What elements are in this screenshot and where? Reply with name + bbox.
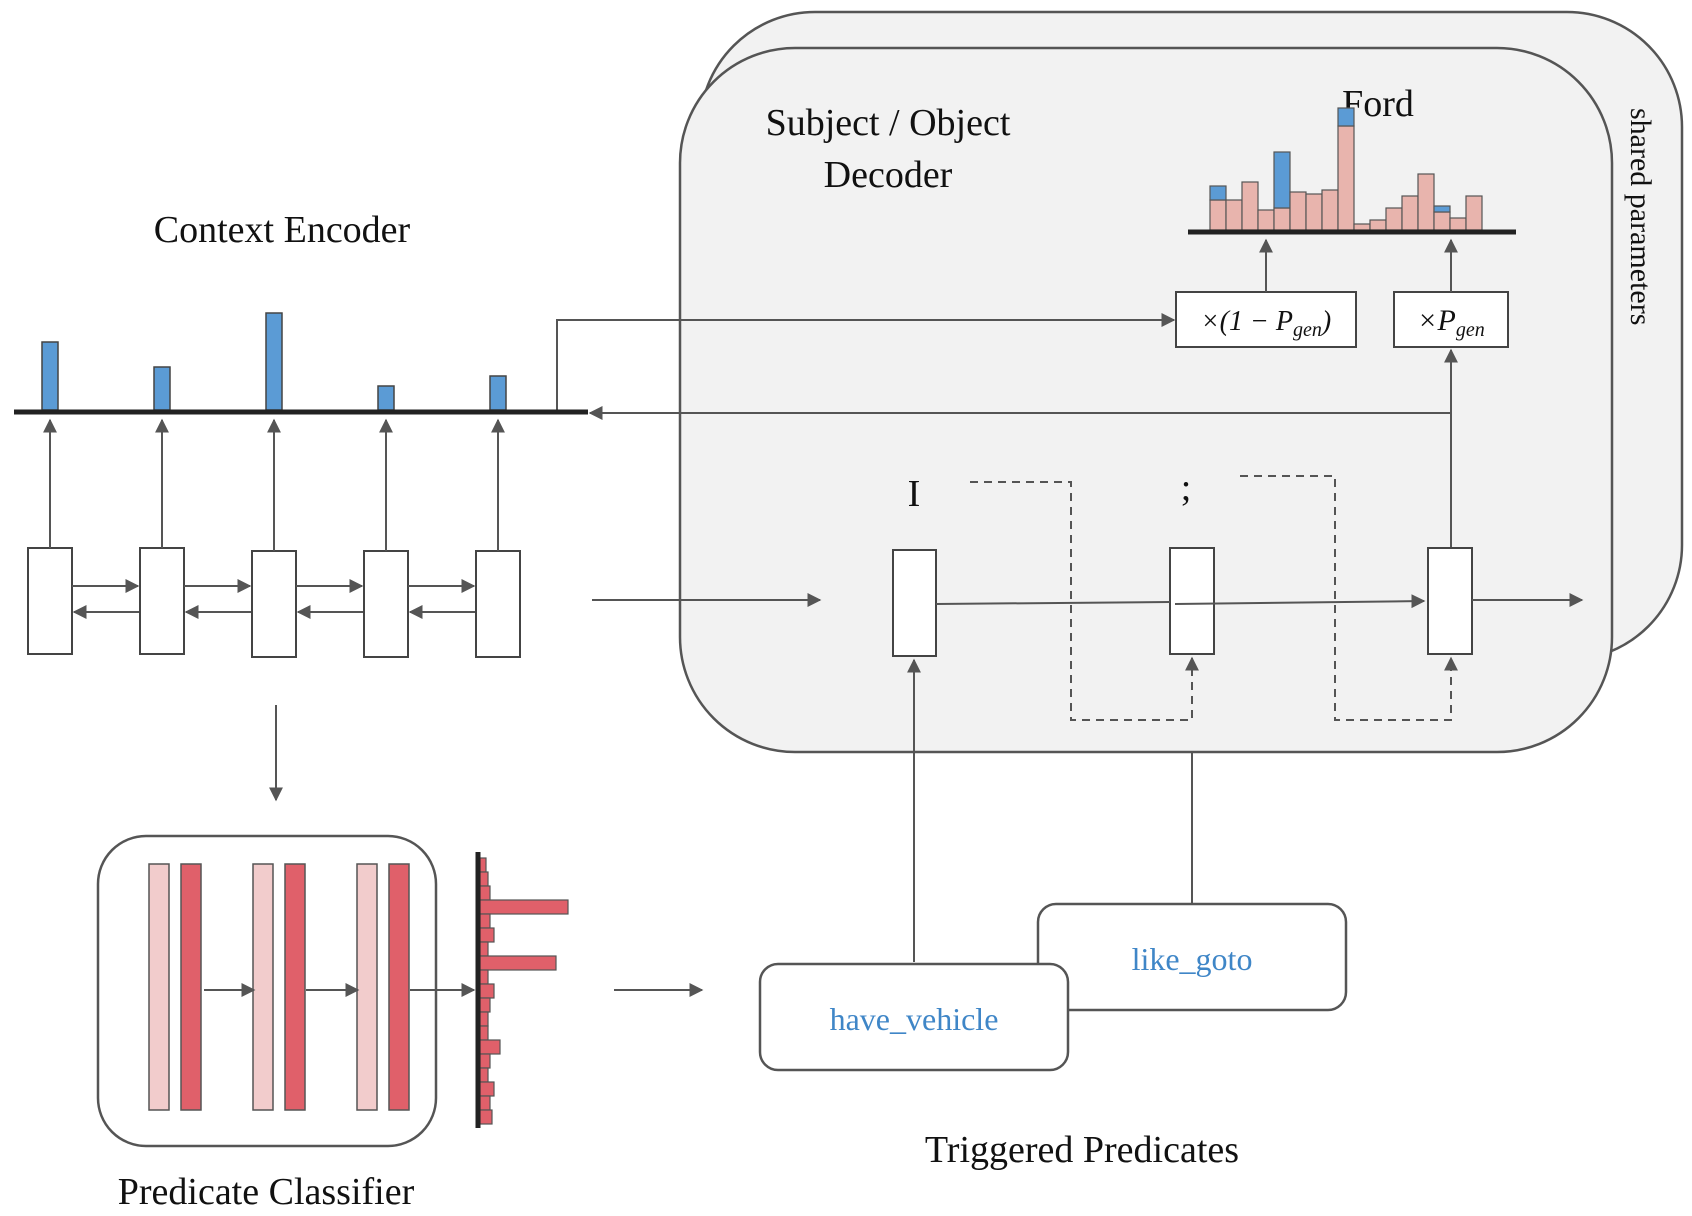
encoder-attention-bar-2 [153, 366, 171, 411]
decoder-title-line1: Subject / Object [766, 102, 1011, 144]
classifier-output-bar-18 [479, 1095, 491, 1111]
classifier-output-bar-11 [479, 997, 491, 1013]
classifier-layer-light-2 [252, 863, 274, 1111]
classifier-output-bar-12 [479, 1011, 489, 1027]
classifier-output-bar-2 [479, 871, 489, 887]
encoder-attention-bars [41, 312, 507, 411]
predicate-card-like-goto[interactable] [1036, 902, 1348, 1012]
encoder-cell-5 [475, 550, 521, 658]
classifier-layer-dark-3 [388, 863, 410, 1111]
vocab-bar-15 [1433, 211, 1451, 231]
predicate-card-have-vehicle[interactable] [758, 962, 1070, 1072]
decoder-cell-3 [1427, 547, 1473, 655]
predicate-label-have-vehicle: have_vehicle [830, 1001, 999, 1037]
encoder-attention-bar-4 [377, 385, 395, 411]
classifier-output-bar-1 [479, 857, 487, 873]
classifier-output-bar-9 [479, 969, 489, 985]
encoder-cell-3 [251, 550, 297, 658]
classifier-output-bar-10 [479, 983, 495, 999]
decoder-cell-2 [1169, 547, 1215, 655]
vocab-bar-6 [1289, 191, 1307, 231]
vocab-bar-13 [1401, 195, 1419, 231]
classifier-output-bar-3 [479, 885, 491, 901]
classifier-output-distribution [479, 857, 569, 1125]
classifier-layer-dark-1 [180, 863, 202, 1111]
classifier-output-bar-4 [479, 899, 569, 915]
vocab-bar-4 [1257, 209, 1275, 231]
encoder-cell-1 [27, 547, 73, 655]
vocab-bar-7 [1305, 193, 1323, 231]
vocab-bar-8 [1321, 189, 1339, 231]
classifier-layer-dark-2 [284, 863, 306, 1111]
encoder-attention-bar-3 [265, 312, 283, 411]
classifier-layer-light-3 [356, 863, 378, 1111]
classifier-output-bar-15 [479, 1053, 491, 1069]
copy-gate-box [1175, 291, 1357, 348]
classifier-output-bar-16 [479, 1067, 489, 1083]
classifier-output-bar-13 [479, 1025, 489, 1041]
vocab-bar-11 [1369, 219, 1387, 231]
decoder-link-2 [1174, 594, 1426, 609]
classifier-layer-light-1 [148, 863, 170, 1111]
copy-bar-15 [1433, 205, 1451, 213]
classifier-output-bar-6 [479, 927, 495, 943]
predicate-label-like-goto: like_goto [1132, 941, 1253, 977]
encoder-cells [27, 418, 521, 658]
copy-bar-5 [1273, 151, 1291, 209]
classifier-output-bar-5 [479, 913, 491, 929]
encoder-cell-4 [363, 550, 409, 658]
decoder-link-1 [935, 601, 1171, 605]
feedback-dashed-2 [1240, 475, 1458, 721]
vocab-bar-2 [1225, 199, 1243, 231]
attention-to-copy-arrow [556, 313, 1176, 412]
vocab-bar-10 [1353, 223, 1371, 231]
vocab-bar-12 [1385, 207, 1403, 231]
classifier-output-bar-14 [479, 1039, 501, 1055]
encoder-cell-2 [139, 547, 185, 655]
decoder-title-line2: Decoder [824, 154, 953, 196]
vocab-bar-3 [1241, 181, 1259, 231]
vocab-bar-5 [1273, 207, 1291, 231]
predicate-classifier-title: Predicate Classifier [118, 1171, 415, 1213]
classifier-output-bar-19 [479, 1109, 493, 1125]
encoder-attention-bar-1 [41, 341, 59, 411]
vocab-bar-17 [1465, 195, 1483, 231]
encoder-attention-bar-5 [489, 375, 507, 411]
triggered-predicates-title: Triggered Predicates [925, 1129, 1239, 1171]
decoder-token-1: I [908, 473, 921, 515]
generate-gate-box [1393, 291, 1509, 348]
decoder-cell-1 [892, 549, 937, 657]
decoder-token-2: ; [1181, 467, 1192, 509]
copy-bar-9 [1337, 107, 1355, 127]
copy-bar-1 [1209, 185, 1227, 201]
context-encoder-title: Context Encoder [154, 209, 411, 251]
shared-parameters-label: shared parameters [1624, 108, 1657, 325]
vocab-bar-9 [1337, 125, 1355, 231]
vocab-bar-14 [1417, 173, 1435, 231]
vocab-bar-16 [1449, 217, 1467, 231]
vocab-bar-1 [1209, 199, 1227, 231]
feedback-dashed-1 [970, 481, 1199, 721]
classifier-output-bar-8 [479, 955, 557, 971]
classifier-output-bar-7 [479, 941, 489, 957]
classifier-output-bar-17 [479, 1081, 495, 1097]
